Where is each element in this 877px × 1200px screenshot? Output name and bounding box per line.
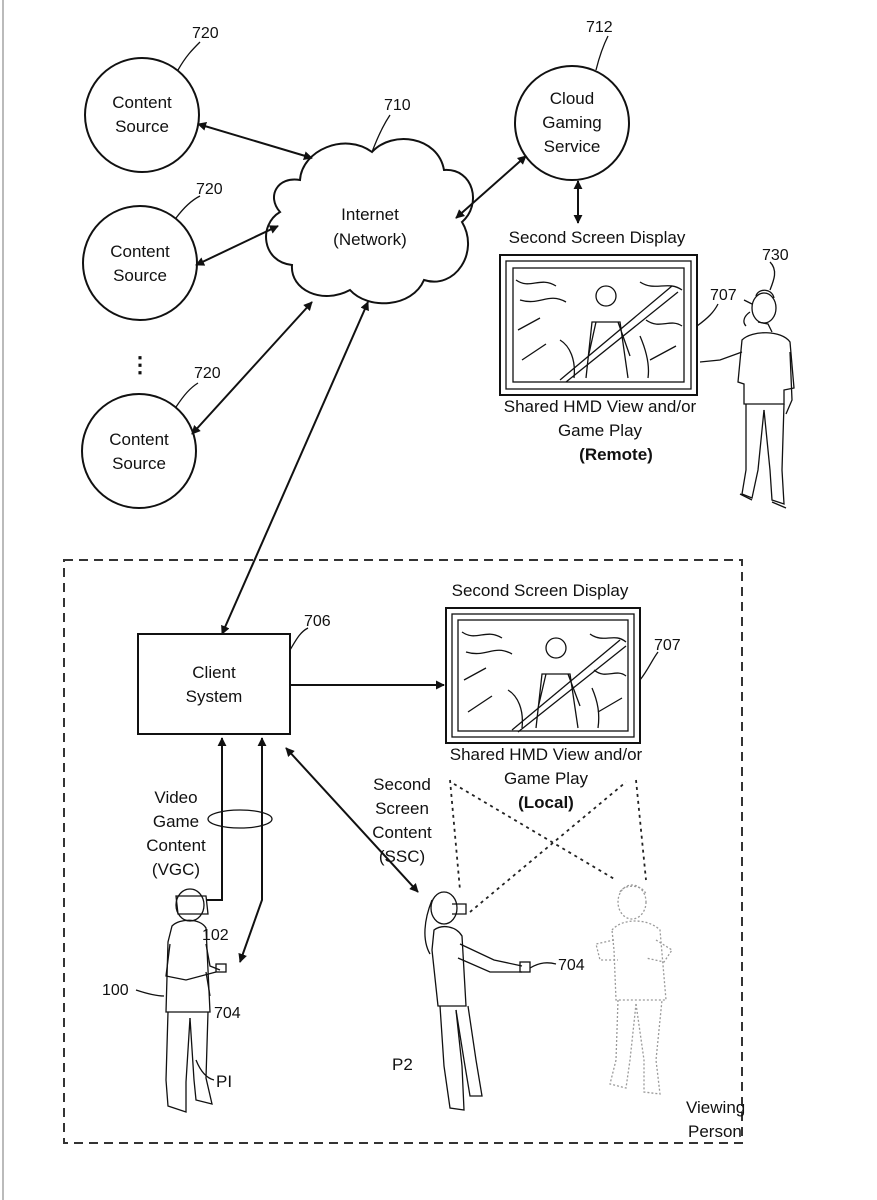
vgc-bundle-ellipse [207, 809, 273, 829]
ssc-label-line3: Content [372, 823, 432, 842]
remote-caption-line1: Shared HMD View and/or [504, 397, 697, 416]
cloud-service-label-line2: Gaming [542, 113, 602, 132]
sight-line-viewer-cross [453, 783, 617, 881]
arrow-client-second-player [285, 747, 419, 893]
client-system-label-line1: Client [192, 663, 236, 682]
ref-controller-2: 704 [558, 957, 585, 974]
ref-content-source-3: 720 [194, 365, 221, 382]
remote-display-scene [515, 279, 683, 383]
vgc-label-line4: (VGC) [152, 860, 200, 879]
ref-hmd-user: 100 [102, 982, 129, 999]
arrow-source1-internet [197, 122, 313, 160]
viewing-person-label-line2: Person [688, 1122, 742, 1141]
arrow-source2-internet [195, 225, 279, 266]
local-display-scene [461, 631, 627, 733]
ref-content-source-1: 720 [192, 25, 219, 42]
ref-leader-730 [769, 261, 776, 291]
ref-leader-720-3 [175, 382, 199, 408]
remote-caption-line2: Game Play [558, 421, 643, 440]
content-source-2-label-line1: Content [110, 242, 170, 261]
player-1-label: PI [216, 1072, 232, 1091]
ref-content-source-2: 720 [196, 181, 223, 198]
ref-leader-706 [289, 627, 309, 651]
remote-second-screen-display [499, 254, 698, 396]
arrow-client-hmd [206, 737, 227, 901]
more-sources-ellipsis: ⋮ [129, 352, 151, 377]
ref-leader-100 [135, 989, 165, 997]
ref-leader-704-a [205, 971, 211, 997]
viewing-person-figure [595, 884, 673, 1095]
vgc-label-line2: Game [153, 812, 199, 831]
ref-leader-720-1 [177, 41, 201, 71]
sight-line-p2-left [449, 779, 461, 891]
content-source-3: Content Source [81, 393, 197, 509]
ref-hmd: 102 [202, 927, 229, 944]
cloud-service-label-line1: Cloud [550, 89, 594, 108]
ref-controller-1: 704 [214, 1005, 241, 1022]
vgc-label-line3: Content [146, 836, 206, 855]
arrow-client-controller [238, 737, 267, 963]
content-source-2-label-line2: Source [113, 266, 167, 285]
sight-line-viewer-right [635, 779, 647, 881]
local-caption-line3: (Local) [518, 793, 574, 812]
sight-line-p2-cross [469, 781, 627, 913]
second-player-figure [424, 891, 531, 1111]
internet-label-line2: (Network) [333, 230, 407, 249]
ssc-label-line2: Screen [375, 799, 429, 818]
content-source-3-label-line1: Content [109, 430, 169, 449]
content-source-1-label-line2: Source [115, 117, 169, 136]
local-second-screen-display [445, 607, 641, 744]
remote-display-title: Second Screen Display [509, 228, 686, 247]
ref-leader-712 [595, 35, 609, 71]
hmd-user-figure [165, 888, 227, 1113]
cloud-service-label-line3: Service [544, 137, 601, 156]
cloud-gaming-service: Cloud Gaming Service [514, 65, 630, 181]
internet-cloud: Internet (Network) [265, 138, 474, 305]
ref-leader-720-2 [175, 195, 201, 219]
content-source-1-label-line1: Content [112, 93, 172, 112]
local-area-boundary [63, 559, 743, 1144]
viewing-person-label-line1: Viewing [686, 1098, 745, 1117]
ssc-label-line1: Second [373, 775, 431, 794]
client-system: Client System [137, 633, 291, 735]
content-source-1: Content Source [84, 57, 200, 173]
ref-cloud-service: 712 [586, 19, 613, 36]
vgc-label-line1: Video [154, 788, 197, 807]
ref-leader-704-b [529, 962, 557, 969]
client-system-label-line2: System [186, 687, 243, 706]
ref-leader-707-remote [696, 303, 719, 327]
content-source-3-label-line2: Source [112, 454, 166, 473]
arrow-internet-cloud-service [455, 155, 527, 219]
ref-leader-707-local [639, 651, 659, 681]
player-2-label: P2 [392, 1055, 413, 1074]
local-caption-line2: Game Play [504, 769, 589, 788]
remote-caption-line3: (Remote) [579, 445, 653, 464]
ref-remote-display: 707 [710, 287, 737, 304]
local-caption-line1: Shared HMD View and/or [450, 745, 643, 764]
arrow-internet-client-system [221, 301, 369, 635]
ref-internet: 710 [384, 97, 411, 114]
ref-leader-710 [371, 114, 391, 153]
ref-client-system: 706 [304, 613, 331, 630]
internet-label-line1: Internet [341, 205, 399, 224]
content-source-2: Content Source [82, 205, 198, 321]
ref-local-display: 707 [654, 637, 681, 654]
remote-viewer-figure [699, 289, 795, 509]
local-display-title: Second Screen Display [452, 581, 629, 600]
ref-remote-viewer: 730 [762, 247, 789, 264]
ref-leader-p1 [195, 1059, 215, 1081]
